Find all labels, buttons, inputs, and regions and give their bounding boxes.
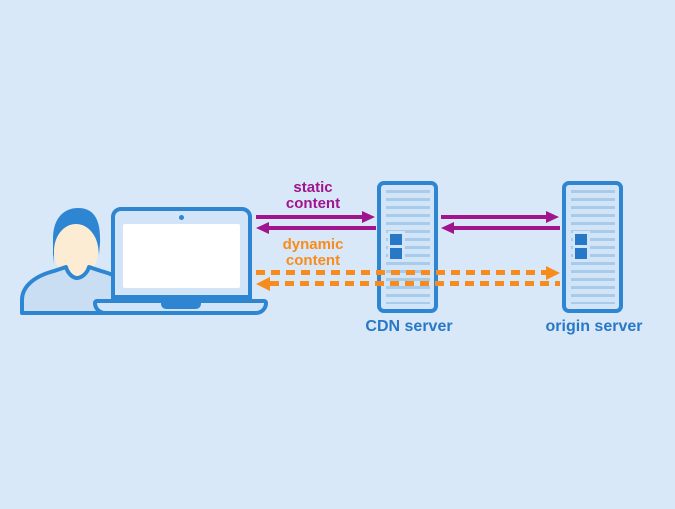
server-led-icon <box>575 234 587 245</box>
webcam-dot-icon <box>179 215 184 220</box>
arrow-static-cdn-to-user <box>269 226 376 230</box>
hair-shape <box>53 208 101 265</box>
neck-shape <box>67 258 87 276</box>
laptop-base <box>93 299 268 315</box>
laptop-icon <box>111 207 252 299</box>
laptop-screen <box>123 224 240 288</box>
server-led-icon <box>575 248 587 259</box>
arrowhead-right-icon <box>546 266 560 280</box>
arrow-dynamic-user-to-origin <box>256 270 546 275</box>
arrow-static-origin-to-cdn <box>454 226 560 230</box>
arrow-static-cdn-to-origin <box>441 215 546 219</box>
server-led-icon <box>390 248 402 259</box>
arrowhead-right-icon <box>546 211 559 223</box>
laptop-base-notch <box>160 303 201 309</box>
arrowhead-left-icon <box>441 222 454 234</box>
origin-server-label: origin server <box>545 318 643 335</box>
arrowhead-left-icon <box>256 222 269 234</box>
arrow-static-user-to-cdn <box>256 215 362 219</box>
arrowhead-left-icon <box>256 277 270 291</box>
arrowhead-right-icon <box>362 211 375 223</box>
dynamic-content-label: dynamic content <box>282 236 344 269</box>
static-content-label: static content <box>285 179 341 212</box>
server-led-icon <box>390 234 402 245</box>
cdn-server-label: CDN server <box>365 318 453 335</box>
origin-server-icon <box>562 181 623 313</box>
cdn-server-icon <box>377 181 438 313</box>
arrow-dynamic-origin-to-user <box>270 281 560 286</box>
